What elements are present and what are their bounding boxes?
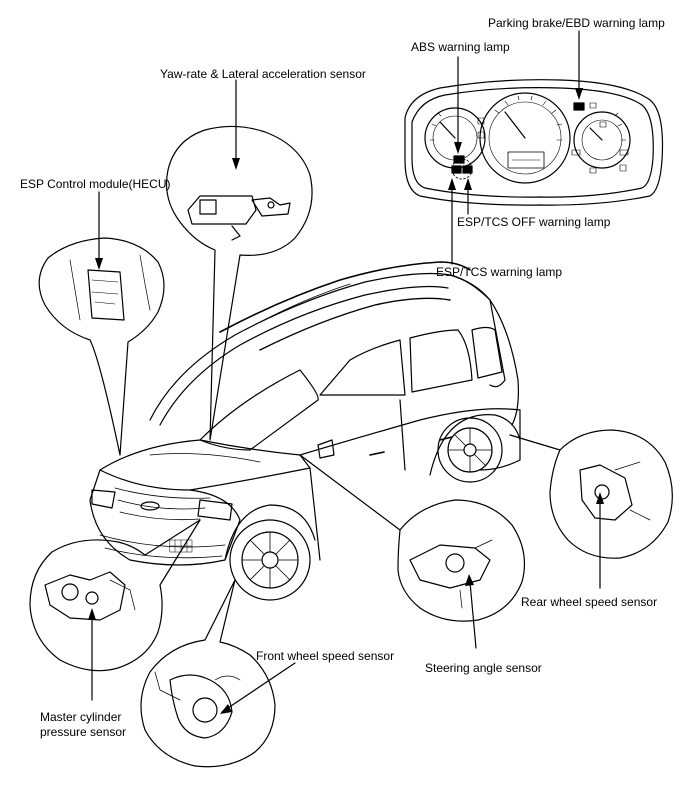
yaw-rate-sensor-callout [165,79,313,441]
parking-brake-ebd-lamp-label: Parking brake/EBD warning lamp [488,16,665,30]
cluster-leaders [448,30,583,265]
front-wheel-sensor-callout [140,579,296,768]
steering-angle-sensor-callout [299,454,525,649]
vehicle-suv [89,261,521,601]
esp-control-module-label: ESP Control module(HECU) [20,177,171,191]
rear-wheel-sensor-callout [509,429,673,589]
steering-angle-sensor-label: Steering angle sensor [425,661,542,675]
master-cylinder-label-line2: pressure sensor [40,725,127,739]
esp-tcs-off-lamp-label: ESP/TCS OFF warning lamp [457,215,611,229]
abs-lamp-label: ABS warning lamp [411,40,510,54]
master-cylinder-callout [29,519,201,701]
rear-wheel-sensor-label: Rear wheel speed sensor [521,595,658,609]
esp-tcs-lamp-label: ESP/TCS warning lamp [436,265,563,279]
yaw-rate-sensor-label: Yaw-rate & Lateral acceleration sensor [160,67,366,81]
master-cylinder-label-line1: Master cylinder [40,710,122,724]
esp-control-module-callout [38,191,165,456]
instrument-cluster [404,79,664,206]
front-wheel-sensor-label: Front wheel speed sensor [256,649,395,663]
